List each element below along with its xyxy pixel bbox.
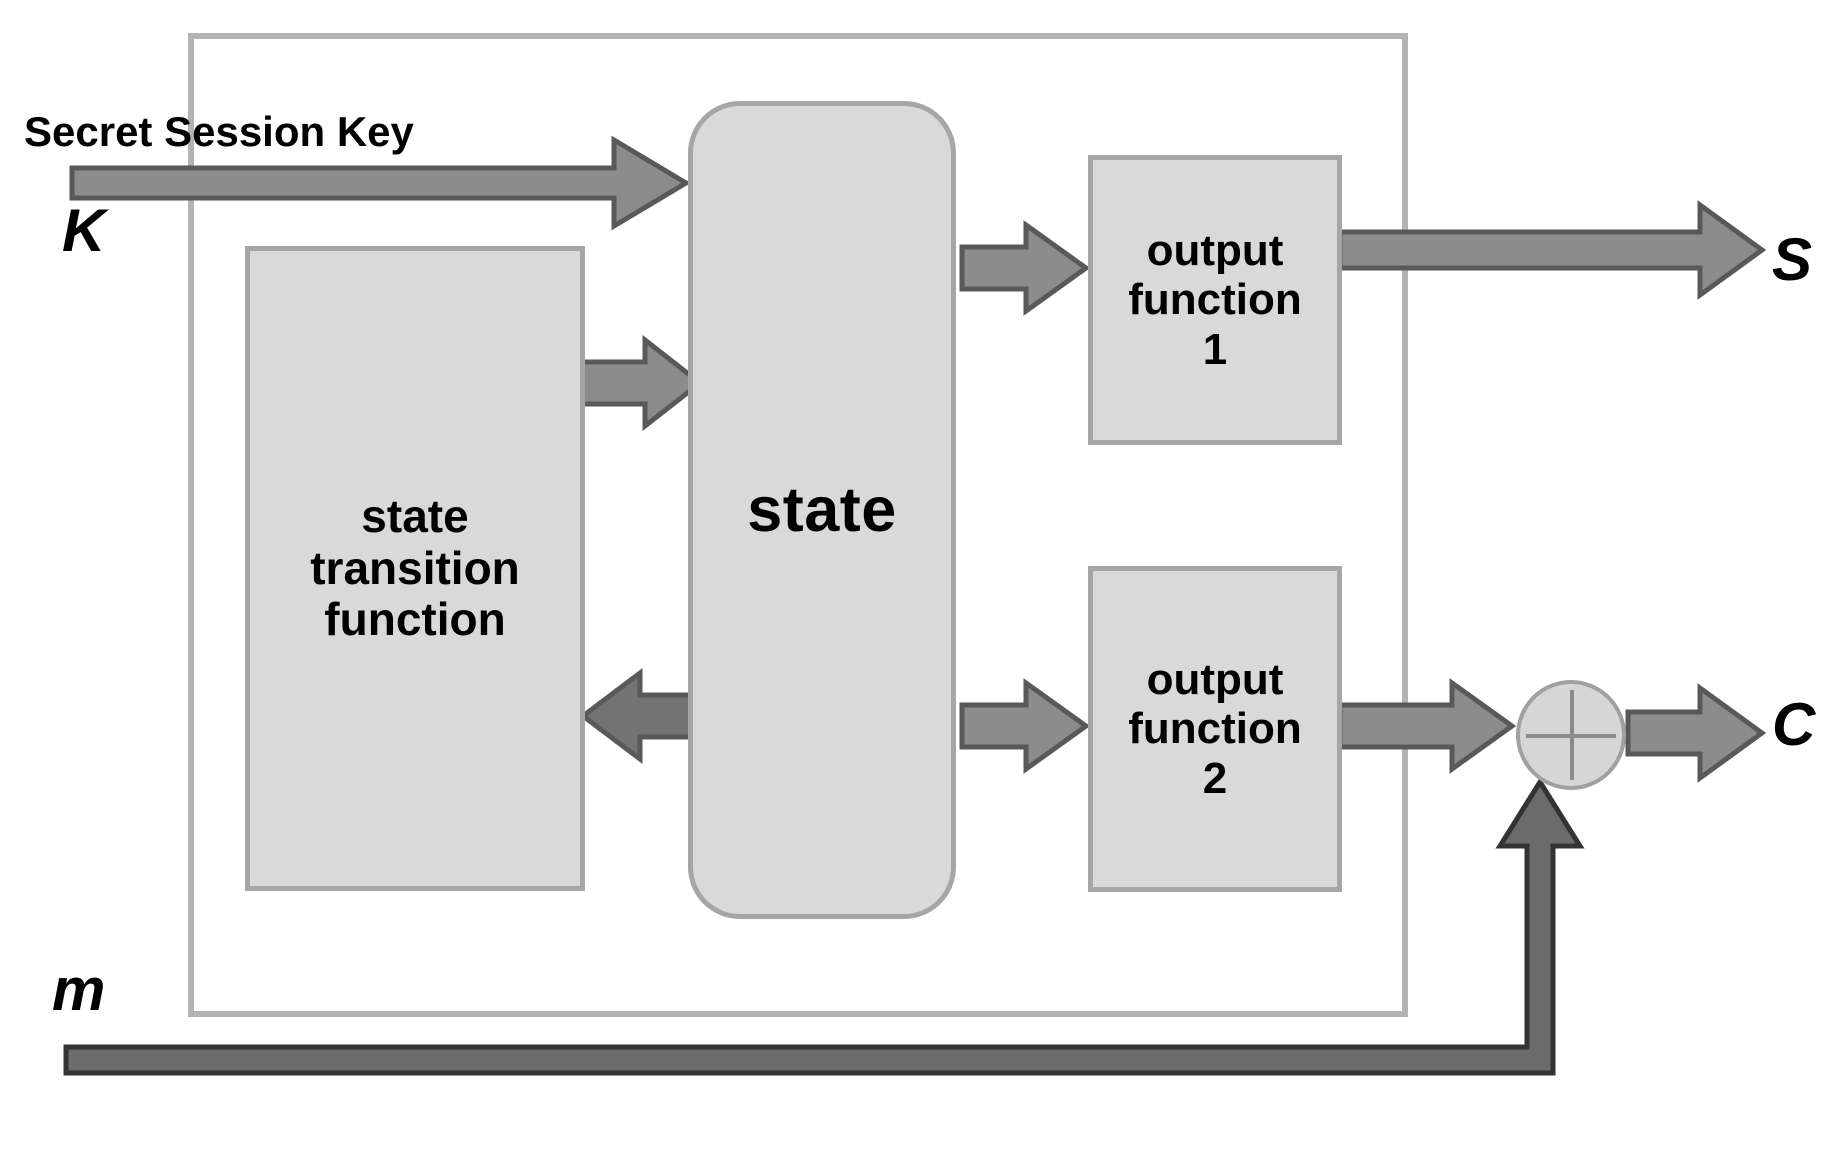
block-output-function-1: output function 1	[1088, 155, 1342, 445]
block-output-function-2-label: output function 2	[1128, 655, 1302, 803]
block-state: state	[688, 101, 956, 919]
message-label: m	[52, 956, 106, 1023]
secret-session-key-label: Secret Session Key	[24, 108, 414, 155]
ciphertext-label: C	[1772, 691, 1816, 758]
key-label: K	[62, 197, 106, 264]
xor-operator-icon	[1516, 680, 1626, 790]
xor-vertical-bar	[1570, 690, 1574, 780]
block-output-function-2: output function 2	[1088, 566, 1342, 892]
block-state-transition-function-label: state transition function	[310, 490, 520, 646]
block-state-transition-function: state transition function	[245, 246, 585, 891]
block-state-label: state	[747, 474, 897, 545]
keystream-label: S	[1772, 226, 1813, 293]
block-output-function-1-label: output function 1	[1128, 226, 1302, 374]
arrow-xor-to-ciphertext	[1625, 683, 1767, 783]
